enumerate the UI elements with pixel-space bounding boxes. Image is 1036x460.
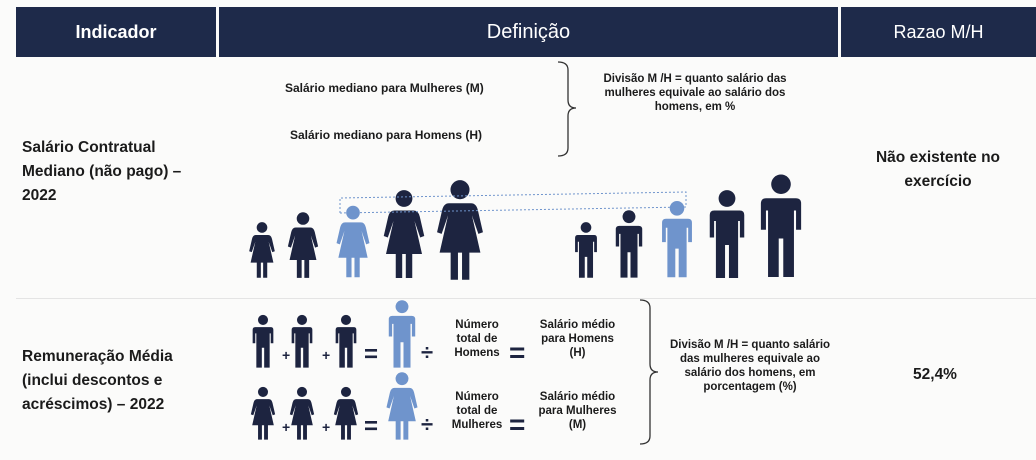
woman-icon [250,386,276,440]
row2-explanation: Divisão M /H = quanto salário das mulher… [669,339,831,393]
header-ratio: Razao M/H [841,7,1036,57]
woman-icon [383,190,425,278]
plus-sign: + [322,347,330,363]
women-figures-group [249,180,483,280]
header-definition: Definição [219,7,838,57]
man-icon [335,314,357,368]
table-header: Indicador Definição Razao M/H [16,7,1036,57]
header-indicator: Indicador [16,7,216,57]
divide-sign: ÷ [421,412,433,437]
woman-icon [333,386,359,440]
row1-ratio: Não existente no exercício [875,149,1001,190]
row-divider [16,298,1036,299]
equals-sign: = [509,337,525,368]
row2-women-count-label: Número total de Mulheres [451,391,503,431]
man-icon [615,210,643,278]
divide-sign: ÷ [421,340,433,365]
plus-sign: + [322,419,330,435]
men-figures-group [575,174,802,278]
equals-sign: = [364,413,378,440]
woman-icon [287,212,319,278]
median-connector-bottom [339,206,687,214]
row1-women-label: Salário mediano para Mulheres (M) [285,81,484,95]
men-formula [252,300,416,368]
plus-sign: + [282,419,290,435]
row2-women-result: Salário médio para Mulheres (M) [538,391,617,431]
median-connector [339,191,687,213]
woman-highlight-icon [386,372,418,440]
man-icon [291,314,313,368]
man-highlight-icon [388,300,416,368]
row2-men-count-label: Número total de Homens [454,319,500,359]
row1-indicator: Salário Contratual Mediano (não pago) – … [22,139,182,204]
woman-icon [249,222,275,278]
equals-sign: = [509,409,525,440]
row1-explanation: Divisão M /H = quanto salário das mulher… [603,73,787,113]
man-highlight-icon [662,201,692,278]
woman-highlight-icon [336,205,370,278]
row2-men-result: Salário médio para Homens (H) [539,319,616,359]
woman-icon [437,180,483,280]
man-icon [709,190,745,278]
women-formula [250,372,418,440]
woman-icon [289,386,315,440]
plus-sign: + [282,347,290,363]
row2-brace [639,299,659,445]
man-icon [575,222,597,278]
man-icon [252,314,274,368]
row1-men-label: Salário mediano para Homens (H) [290,128,483,142]
row2-indicator: Remuneração Média (inclui descontos e ac… [22,348,173,413]
man-icon [760,174,802,277]
equals-sign: = [364,341,378,368]
row1-brace [557,61,577,157]
row2-ratio: 52,4% [913,366,957,383]
